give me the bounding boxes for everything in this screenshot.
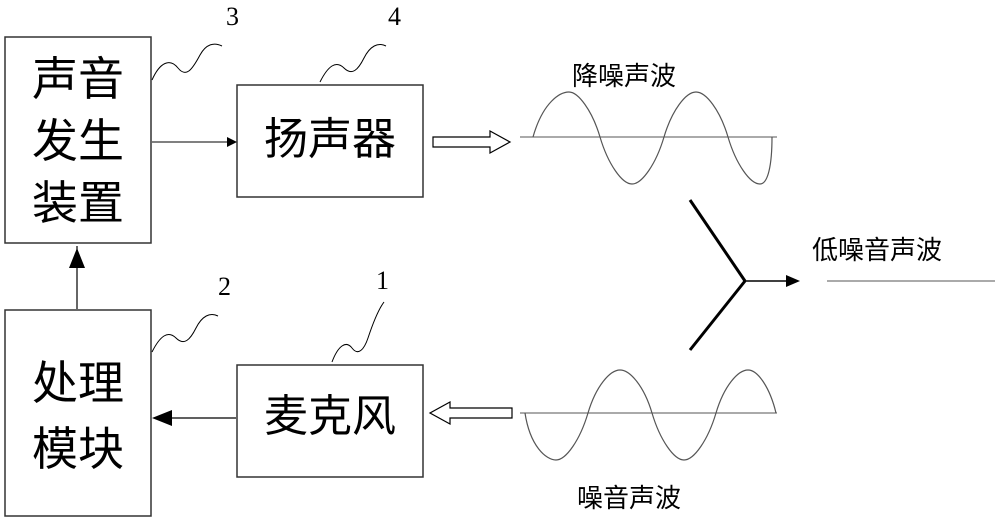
leader-line-3 (151, 43, 223, 81)
microphone-label: 麦克风 (264, 391, 396, 442)
arrow-processing-to-generator-head (69, 248, 85, 268)
sound-generator-label: 声音 发生 装置 (5, 48, 151, 234)
noise-wave (524, 369, 777, 461)
hollow-arrow-speaker-out (432, 129, 512, 155)
speaker-label: 扬声器 (264, 114, 396, 165)
anti-noise-wave-label: 降噪声波 (572, 62, 677, 92)
noise-wave-label: 噪音声波 (577, 484, 682, 514)
speaker-box (236, 84, 424, 198)
reference-number-4: 4 (388, 2, 401, 31)
low-noise-wave-label: 低噪音声波 (812, 236, 943, 266)
arrow-microphone-to-processing-head (152, 410, 172, 426)
combine-line-top (688, 199, 747, 282)
hollow-arrow-microphone-in (428, 400, 513, 426)
sound-generator-label-line: 声音 (32, 52, 124, 106)
reference-number-2: 2 (218, 272, 231, 301)
processing-module-box (4, 309, 152, 517)
reference-number-1: 1 (376, 266, 389, 295)
microphone-box (236, 364, 424, 478)
combine-output-arrowhead (786, 275, 800, 287)
leader-line-2 (151, 314, 219, 353)
sound-generator-box (4, 36, 152, 244)
reference-number-3: 3 (226, 2, 239, 31)
processing-module-label: 处理 模块 (5, 350, 151, 482)
leader-line-4 (319, 44, 387, 83)
sound-generator-label-line: 发生 (32, 114, 124, 168)
processing-module-label-line: 模块 (32, 422, 124, 476)
sound-generator-label-line: 装置 (32, 176, 124, 230)
anti-noise-wave (532, 91, 773, 185)
leader-line-1 (331, 301, 385, 363)
combine-line-bottom (688, 280, 747, 351)
processing-module-label-line: 处理 (32, 356, 124, 410)
